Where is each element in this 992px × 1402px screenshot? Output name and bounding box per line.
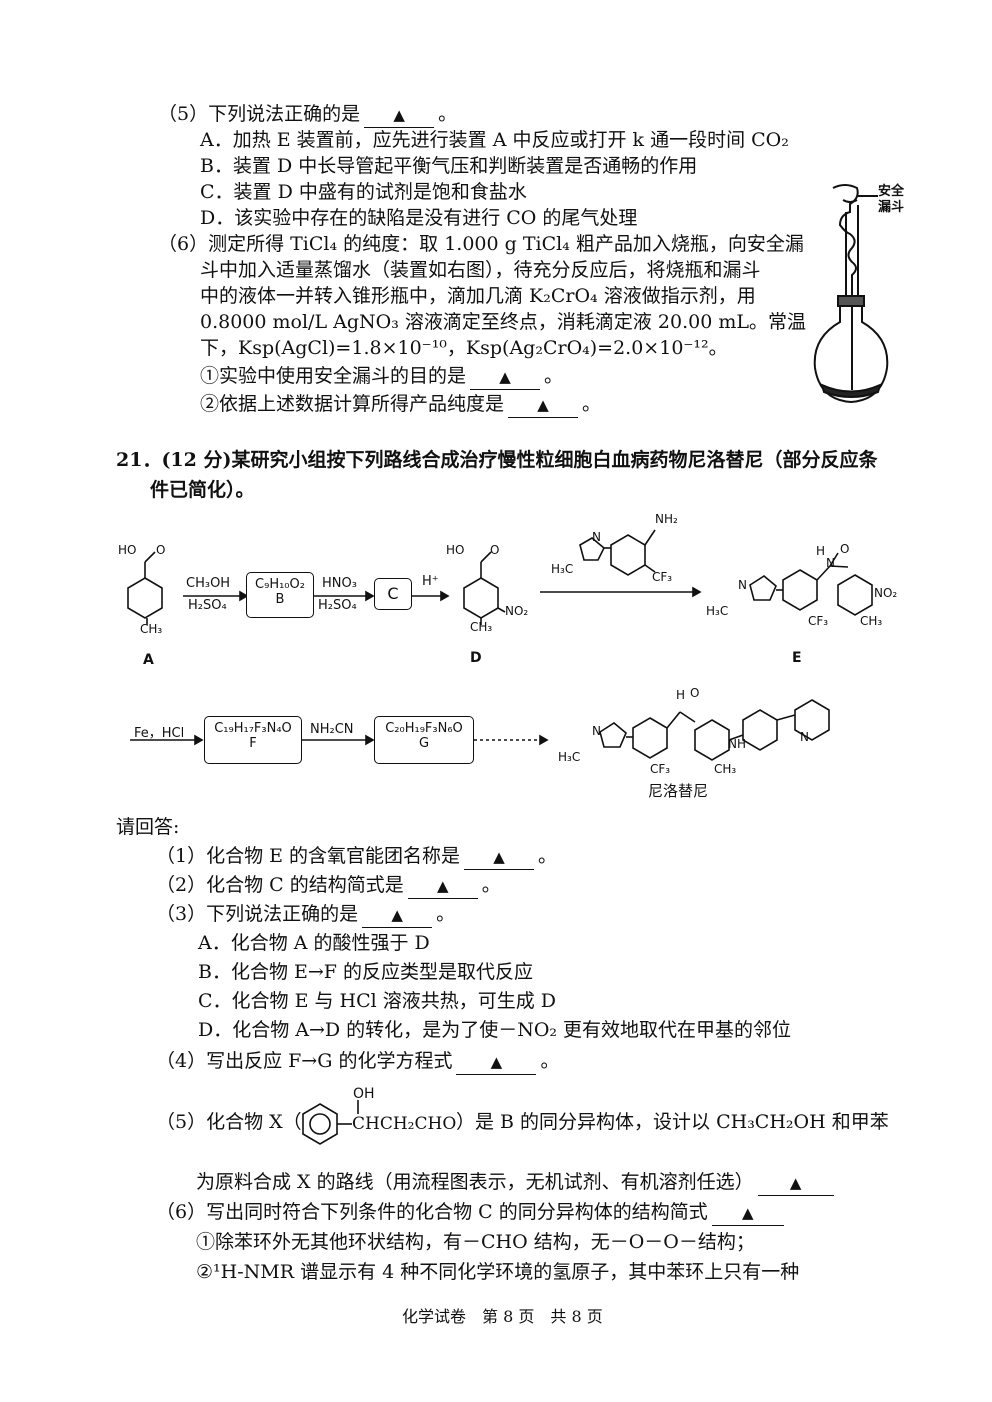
cond-2-top: HNO₃ bbox=[322, 576, 357, 591]
cond-4: Fe，HCl bbox=[134, 726, 185, 741]
answer-blank[interactable]: ▲ bbox=[456, 1049, 537, 1075]
q20-6-line2: 斗中加入适量蒸馏水（装置如右图），待充分反应后，将烧瓶和漏斗 bbox=[200, 259, 761, 281]
label-e-h: H bbox=[816, 544, 826, 558]
page-footer: 化学试卷 第 8 页 共 8 页 bbox=[402, 1307, 603, 1326]
answer-blank[interactable]: ▲ bbox=[508, 392, 579, 418]
label-d-ho: HO bbox=[446, 543, 465, 557]
compound-x-chain: CHCH₂CHO bbox=[352, 1114, 457, 1134]
label-n-o: O bbox=[690, 686, 700, 700]
label-a-o: O bbox=[156, 543, 166, 557]
label-e-ring-n: N bbox=[738, 578, 747, 592]
label-r-cf3: CF₃ bbox=[652, 570, 673, 584]
q21-3-option-d: D．化合物 A→D 的转化，是为了使－NO₂ 更有效地取代在甲基的邻位 bbox=[198, 1019, 792, 1041]
label-n-pyr-n: N bbox=[800, 730, 809, 744]
q21-6-cond-1: ①除苯环外无其他环状结构，有－CHO 结构，无－O－O－结构； bbox=[196, 1231, 755, 1253]
compound-c-box: C bbox=[374, 578, 412, 610]
q21-5-part-a: （5）化合物 X（ bbox=[156, 1111, 302, 1133]
label-n-cf3: CF₃ bbox=[650, 762, 671, 776]
label-e-ch3: CH₃ bbox=[860, 614, 883, 628]
q20-6-line3: 中的液体一并转入锥形瓶中，滴加几滴 K₂CrO₄ 溶液做指示剂，用 bbox=[200, 285, 756, 307]
q20-5-option-b: B．装置 D 中长导管起平衡气压和判断装置是否通畅的作用 bbox=[200, 155, 698, 177]
q20-5-option-c: C．装置 D 中盛有的试剂是饱和食盐水 bbox=[200, 181, 527, 203]
label-n-ring-n: N bbox=[592, 724, 601, 738]
compound-a-label: A bbox=[143, 652, 154, 668]
answer-blank[interactable]: ▲ bbox=[711, 1200, 784, 1226]
label-n-h: H bbox=[676, 688, 686, 702]
q21-3-option-c: C．化合物 E 与 HCl 溶液共热，可生成 D bbox=[198, 990, 557, 1012]
label-n-ch3: CH₃ bbox=[714, 762, 737, 776]
cond-1-top: CH₃OH bbox=[186, 576, 231, 591]
label-n-h3c: H₃C bbox=[558, 750, 581, 764]
q20-6-line1: （6）测定所得 TiCl₄ 的纯度：取 1.000 g TiCl₄ 粗产品加入烧… bbox=[158, 233, 804, 255]
answer-blank[interactable]: ▲ bbox=[364, 102, 435, 128]
cond-2-bottom: H₂SO₄ bbox=[318, 598, 357, 613]
answer-blank[interactable]: ▲ bbox=[470, 364, 541, 390]
q21-4: （4）写出反应 F→G 的化学方程式▲。 bbox=[156, 1049, 559, 1075]
q20-6-line4: 0.8000 mol/L AgNO₃ 溶液滴定至终点，消耗滴定液 20.00 m… bbox=[200, 311, 806, 333]
q21-3-option-b: B．化合物 E→F 的反应类型是取代反应 bbox=[198, 961, 534, 983]
cond-1-bottom: H₂SO₄ bbox=[188, 598, 227, 613]
cond-3: H⁺ bbox=[422, 574, 439, 589]
cond-5: NH₂CN bbox=[310, 722, 354, 737]
nilotinib-label: 尼洛替尼 bbox=[648, 782, 709, 800]
answer-blank[interactable]: ▲ bbox=[757, 1170, 834, 1196]
label-e-no2: NO₂ bbox=[874, 586, 898, 600]
q21-6: （6）写出同时符合下列条件的化合物 C 的同分异构体的结构简式▲ bbox=[156, 1200, 788, 1226]
q21-1: （1）化合物 E 的含氧官能团名称是▲。 bbox=[156, 844, 557, 870]
q21-5-part-c: 为原料合成 X 的路线（用流程图表示，无机试剂、有机溶剂任选）▲ bbox=[196, 1170, 838, 1196]
q20-5-stem: （5）下列说法正确的是▲。 bbox=[158, 102, 457, 128]
q21-6-cond-2: ②¹H-NMR 谱显示有 4 种不同化学环境的氢原子，其中苯环上只有一种 bbox=[196, 1261, 800, 1283]
funnel-label: 安全漏斗 bbox=[878, 184, 905, 215]
label-d-o: O bbox=[490, 543, 500, 557]
answer-blank[interactable]: ▲ bbox=[362, 902, 433, 928]
compound-e-label: E bbox=[792, 650, 802, 666]
label-e-o: O bbox=[840, 542, 850, 556]
label-a-ch3: CH₃ bbox=[140, 622, 163, 636]
label-e-cf3: CF₃ bbox=[808, 614, 829, 628]
q21-5-part-b: ）是 B 的同分异构体，设计以 CH₃CH₂OH 和甲苯 bbox=[456, 1111, 889, 1133]
answer-blank[interactable]: ▲ bbox=[407, 873, 478, 899]
q21-3-option-a: A．化合物 A 的酸性强于 D bbox=[198, 932, 430, 954]
q20-6-line5: 下，Ksp(AgCl)=1.8×10⁻¹⁰，Ksp(Ag₂CrO₄)=2.0×1… bbox=[200, 337, 728, 359]
q21-2: （2）化合物 C 的结构简式是▲。 bbox=[156, 873, 501, 899]
q20-6-sub1: ①实验中使用安全漏斗的目的是▲。 bbox=[200, 364, 563, 390]
q20-5-option-d: D．该实验中存在的缺陷是没有进行 CO 的尾气处理 bbox=[200, 207, 638, 229]
label-n-nh: NH bbox=[728, 737, 746, 751]
label-d-no2: NO₂ bbox=[505, 604, 529, 618]
label-d-ch3: CH₃ bbox=[470, 620, 493, 634]
label-r-nh2: NH₂ bbox=[655, 512, 678, 526]
q21-heading-1: 21．(12 分)某研究小组按下列路线合成治疗慢性粒细胞白血病药物尼洛替尼（部分… bbox=[116, 449, 878, 471]
label-r-n: N bbox=[592, 530, 601, 544]
q20-6-sub2: ②依据上述数据计算所得产品纯度是▲。 bbox=[200, 392, 601, 418]
q21-heading-2: 件已简化）。 bbox=[150, 479, 255, 501]
answer-blank[interactable]: ▲ bbox=[464, 844, 535, 870]
label-a-ho: HO bbox=[118, 543, 137, 557]
compound-x-oh: OH bbox=[353, 1086, 375, 1102]
compound-d-label: D bbox=[470, 650, 482, 666]
q21-3: （3）下列说法正确的是▲。 bbox=[156, 902, 455, 928]
label-r-h3c: H₃C bbox=[551, 562, 574, 576]
q21-ask: 请回答: bbox=[116, 816, 180, 838]
q20-5-option-a: A．加热 E 装置前，应先进行装置 A 中反应或打开 k 通一段时间 CO₂ bbox=[200, 129, 789, 151]
label-e-n: N bbox=[826, 556, 835, 570]
label-e-h3c: H₃C bbox=[706, 604, 729, 618]
